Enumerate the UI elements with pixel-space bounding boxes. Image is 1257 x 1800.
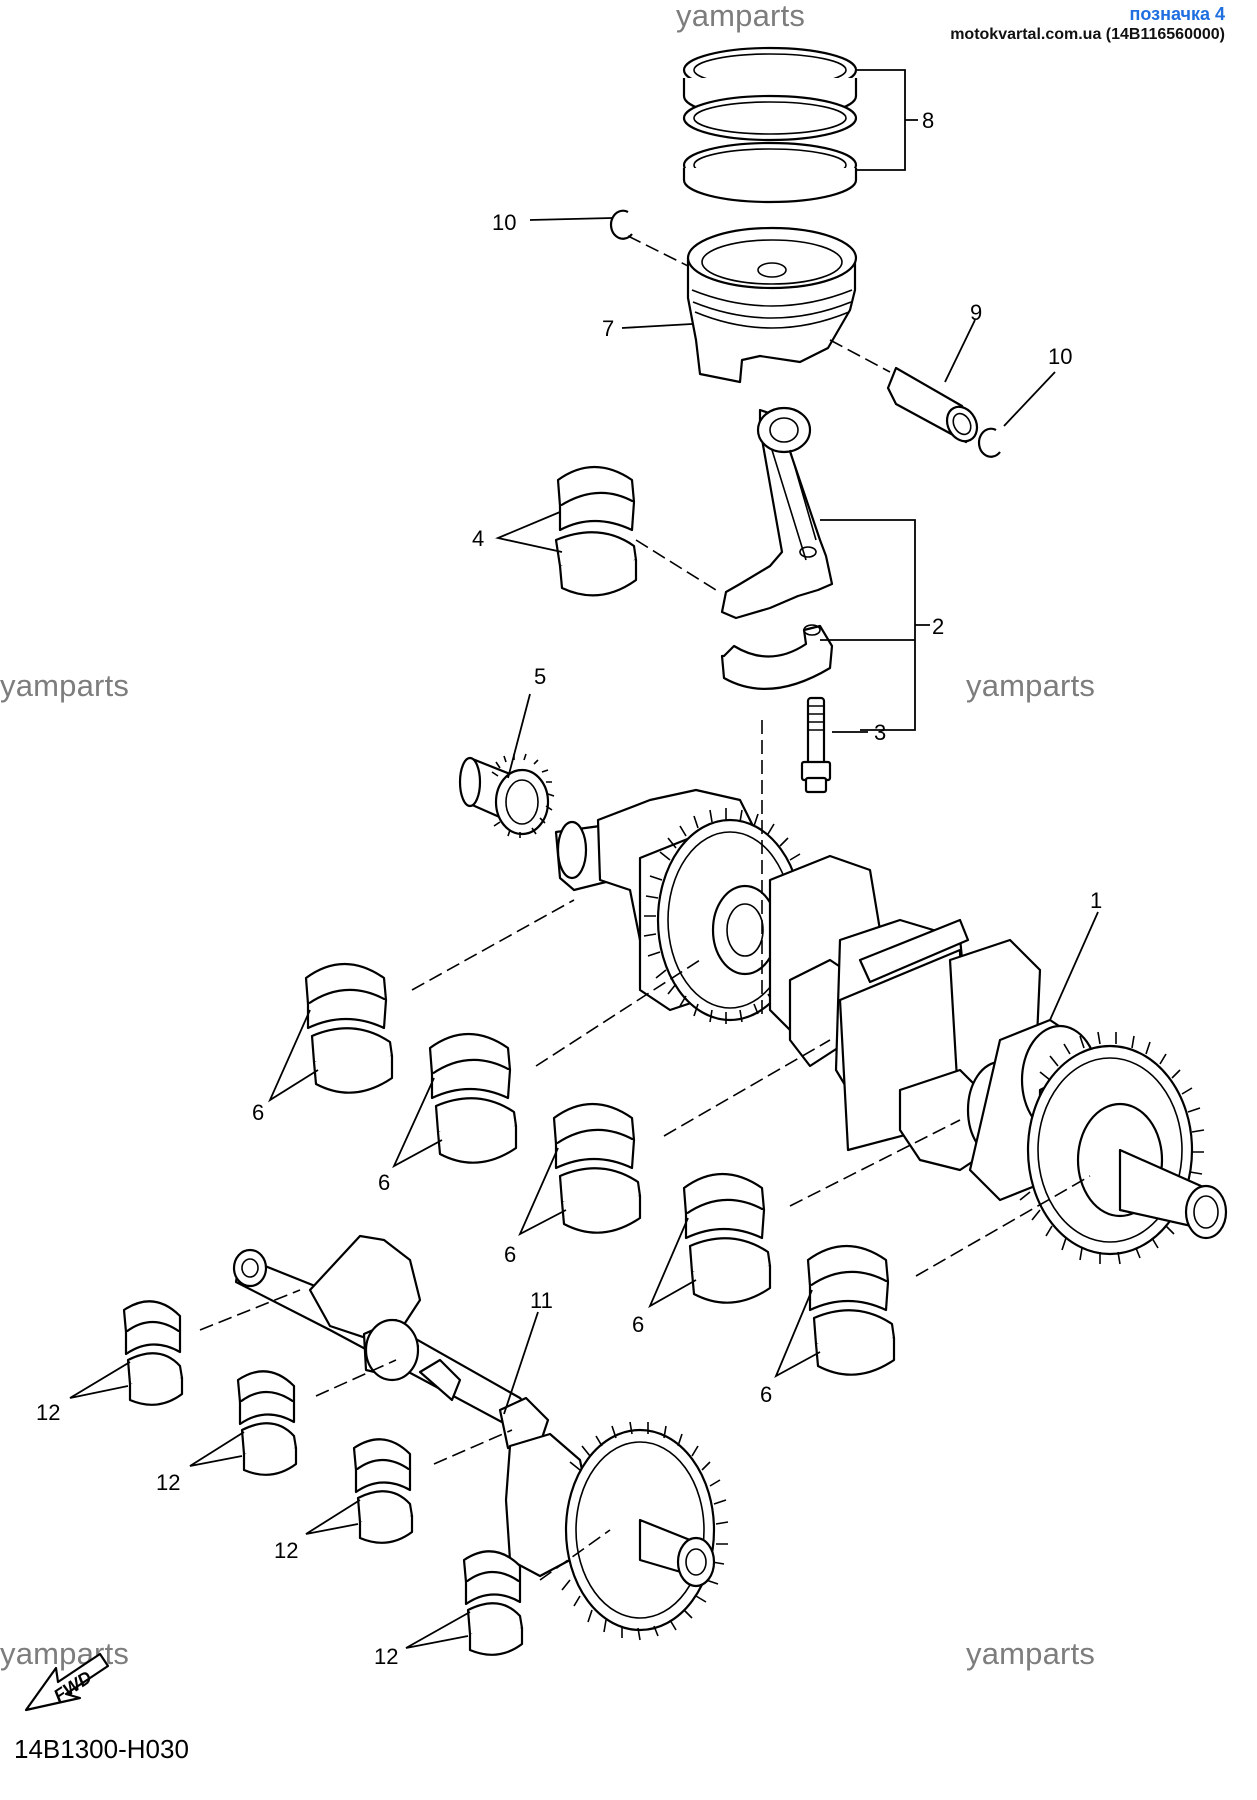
conrod-bolt[interactable]	[800, 696, 832, 794]
balancer-shaft[interactable]	[232, 1234, 729, 1641]
diagram-code: 14B1300-H030	[14, 1734, 189, 1764]
callout-4: 4	[472, 526, 484, 551]
connecting-rod[interactable]	[720, 406, 834, 690]
callout-6: 6	[760, 1382, 772, 1407]
balancer-bearing[interactable]	[236, 1370, 298, 1476]
callout-12: 12	[156, 1470, 180, 1495]
balancer-bearing[interactable]	[352, 1438, 414, 1544]
crankshaft-gear[interactable]	[458, 753, 555, 838]
crankshaft[interactable]	[554, 788, 1228, 1265]
main-bearing[interactable]	[806, 1244, 896, 1376]
callout-7: 7	[602, 316, 614, 341]
watermark: yamparts	[966, 1636, 1096, 1671]
watermark: yamparts	[966, 668, 1096, 703]
balancer-bearing[interactable]	[462, 1550, 524, 1656]
header-source: motokvartal.com.ua (14B116560000)	[950, 26, 1225, 43]
piston-pin[interactable]	[886, 366, 983, 446]
callout-5: 5	[534, 664, 546, 689]
callout-6: 6	[504, 1242, 516, 1267]
callout-12: 12	[274, 1538, 298, 1563]
main-bearing[interactable]	[552, 1102, 642, 1234]
callout-2: 2	[932, 614, 944, 639]
callout-12: 12	[374, 1644, 398, 1669]
callout-10: 10	[1048, 344, 1072, 369]
main-bearing[interactable]	[682, 1172, 772, 1304]
callout-8: 8	[922, 108, 934, 133]
header-tag: позначка 4	[1129, 4, 1226, 24]
callout-6: 6	[252, 1100, 264, 1125]
main-bearing[interactable]	[304, 962, 394, 1094]
callout-9: 9	[970, 300, 982, 325]
callout-6: 6	[632, 1312, 644, 1337]
watermark: yamparts	[676, 0, 806, 33]
callout-6: 6	[378, 1170, 390, 1195]
conrod-bearing[interactable]	[554, 465, 638, 597]
piston-pin-clip[interactable]	[977, 427, 1001, 458]
piston[interactable]	[686, 226, 858, 384]
callout-12: 12	[36, 1400, 60, 1425]
piston-pin-clip[interactable]	[609, 209, 633, 240]
callout-11: 11	[530, 1288, 553, 1313]
main-bearing[interactable]	[428, 1032, 518, 1164]
watermark: yamparts	[0, 668, 130, 703]
balancer-bearing[interactable]	[122, 1300, 184, 1406]
piston-rings[interactable]	[682, 46, 858, 204]
forward-direction-arrow-icon: FWD	[24, 1652, 110, 1712]
callout-3: 3	[874, 720, 886, 745]
callout-1: 1	[1090, 888, 1102, 913]
callout-10: 10	[492, 210, 516, 235]
